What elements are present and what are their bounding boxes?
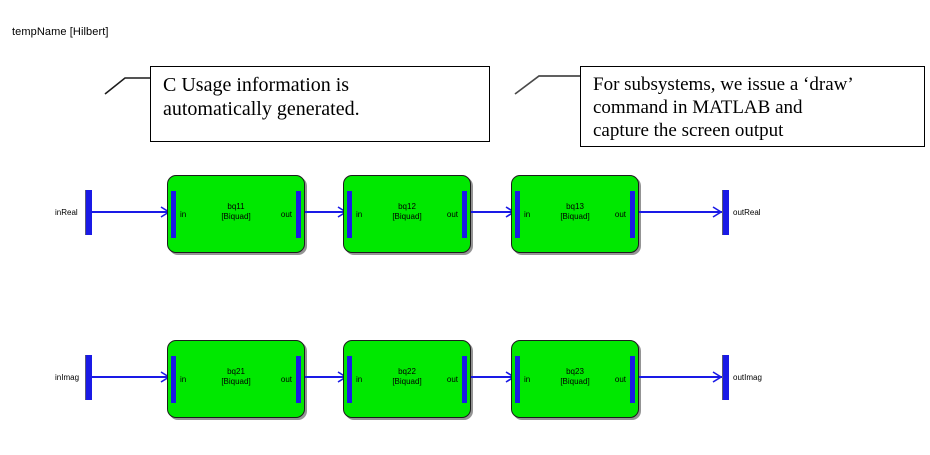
signal-wire-bq21-to-bq22[interactable] [305, 376, 345, 378]
block-outport-bq13[interactable] [630, 191, 635, 238]
block-outport-label-bq23: out [614, 375, 626, 384]
block-type-text-bq23: [Biquad] [560, 376, 590, 386]
callout-2-line-1: For subsystems, we issue a ‘draw’ [593, 74, 854, 95]
block-inport-bq12[interactable] [347, 191, 352, 238]
block-type-text-bq21: [Biquad] [221, 376, 251, 386]
subsystem-block-bq23[interactable]: in bq23 [Biquad] out [511, 340, 639, 418]
block-name-text-bq13: bq13 [566, 202, 584, 211]
outport-terminal-outreal[interactable] [722, 190, 729, 235]
block-name-bq12: bq12 [Biquad] [344, 202, 470, 222]
block-inport-label-bq21: in [180, 375, 187, 384]
signal-wire-inreal-to-bq11[interactable] [91, 211, 168, 213]
block-outport-bq23[interactable] [630, 356, 635, 403]
callout-1-line-2: automatically generated. [163, 98, 360, 121]
callout-1-leader-line [104, 77, 151, 95]
inport-label-inreal: inReal [55, 208, 78, 217]
block-inport-label-bq11: in [180, 210, 187, 219]
block-outport-label-bq22: out [446, 375, 458, 384]
block-outport-label-bq13: out [614, 210, 626, 219]
inport-terminal-inimag[interactable] [85, 355, 92, 400]
block-inport-label-bq22: in [356, 375, 363, 384]
signal-arrowhead-outreal [712, 206, 723, 218]
signal-wire-bq13-to-outreal[interactable] [639, 211, 724, 213]
block-outport-label-bq21: out [280, 375, 292, 384]
signal-wire-inimag-to-bq21[interactable] [91, 376, 168, 378]
block-name-text-bq12: bq12 [398, 202, 416, 211]
subsystem-block-bq13[interactable]: in bq13 [Biquad] out [511, 175, 639, 253]
callout-2-leader-line [514, 75, 581, 95]
inport-label-inimag: inImag [55, 373, 80, 382]
subsystem-block-bq21[interactable]: in bq21 [Biquad] out [167, 340, 305, 418]
block-type-text-bq11: [Biquad] [221, 211, 251, 221]
block-name-bq13: bq13 [Biquad] [512, 202, 638, 222]
block-type-text-bq22: [Biquad] [392, 376, 422, 386]
block-outport-bq11[interactable] [296, 191, 301, 238]
outport-label-outimag: outImag [733, 373, 762, 382]
block-name-bq21: bq21 [Biquad] [168, 367, 304, 387]
signal-arrowhead-outimag [712, 371, 723, 383]
block-inport-bq21[interactable] [171, 356, 176, 403]
subsystem-block-bq22[interactable]: in bq22 [Biquad] out [343, 340, 471, 418]
callout-2-line-2: command in MATLAB and [593, 97, 803, 119]
block-inport-label-bq23: in [524, 375, 531, 384]
block-outport-label-bq11: out [280, 210, 292, 219]
callout-2-line-3: capture the screen output [593, 120, 784, 142]
signal-wire-bq22-to-bq23[interactable] [471, 376, 513, 378]
block-inport-bq11[interactable] [171, 191, 176, 238]
block-inport-bq13[interactable] [515, 191, 520, 238]
block-name-bq22: bq22 [Biquad] [344, 367, 470, 387]
block-outport-bq22[interactable] [462, 356, 467, 403]
block-outport-label-bq12: out [446, 210, 458, 219]
block-name-text-bq11: bq11 [227, 202, 245, 211]
signal-wire-bq12-to-bq13[interactable] [471, 211, 513, 213]
block-inport-label-bq13: in [524, 210, 531, 219]
signal-wire-bq23-to-outimag[interactable] [639, 376, 724, 378]
block-type-text-bq12: [Biquad] [392, 211, 422, 221]
block-name-bq23: bq23 [Biquad] [512, 367, 638, 387]
signal-wire-bq11-to-bq12[interactable] [305, 211, 345, 213]
outport-terminal-outimag[interactable] [722, 355, 729, 400]
subsystem-block-bq11[interactable]: in bq11 [Biquad] out [167, 175, 305, 253]
block-name-text-bq21: bq21 [227, 367, 245, 376]
block-name-text-bq22: bq22 [398, 367, 416, 376]
block-name-text-bq23: bq23 [566, 367, 584, 376]
annotation-callout-matlab-draw: For subsystems, we issue a ‘draw’ comman… [580, 66, 925, 147]
block-inport-bq22[interactable] [347, 356, 352, 403]
block-type-text-bq13: [Biquad] [560, 211, 590, 221]
block-name-bq11: bq11 [Biquad] [168, 202, 304, 222]
block-outport-bq21[interactable] [296, 356, 301, 403]
block-outport-bq12[interactable] [462, 191, 467, 238]
block-inport-bq23[interactable] [515, 356, 520, 403]
subsystem-block-bq12[interactable]: in bq12 [Biquad] out [343, 175, 471, 253]
diagram-title: tempName [Hilbert] [12, 26, 109, 38]
inport-terminal-inreal[interactable] [85, 190, 92, 235]
outport-label-outreal: outReal [733, 208, 761, 217]
annotation-callout-c-usage: C Usage information is automatically gen… [150, 66, 490, 142]
block-inport-label-bq12: in [356, 210, 363, 219]
callout-1-line-1: C Usage information is [163, 74, 350, 96]
